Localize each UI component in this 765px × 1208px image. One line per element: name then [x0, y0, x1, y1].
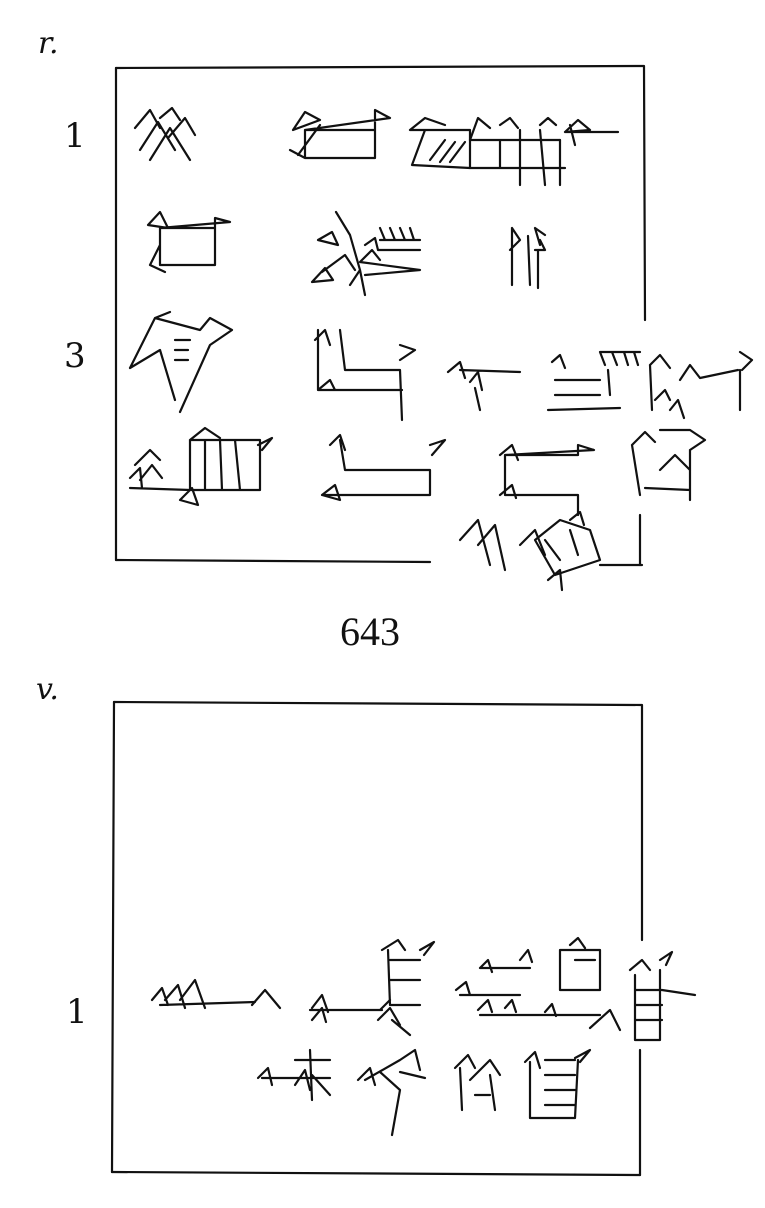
obverse-frame [114, 64, 647, 567]
obverse-line-number-1: 1 [64, 116, 86, 156]
reverse-line-number-1: 1 [66, 992, 88, 1032]
reverse-line-2-signs [256, 1048, 592, 1137]
reverse-line-1-signs [150, 938, 436, 1037]
obverse-line-3-signs [128, 310, 754, 422]
reverse-line-1-signs-right [454, 936, 697, 1042]
tablet-number: 643 [340, 609, 400, 654]
obverse-line-5-signs [458, 510, 602, 592]
obverse-line-2-signs [146, 210, 547, 297]
obverse-line-number-3: 3 [64, 336, 86, 376]
reverse-side-label: v. [36, 672, 59, 707]
obverse-side-label: r. [38, 26, 59, 61]
obverse-line-1-signs [133, 106, 620, 187]
obverse-line-4-signs [128, 426, 707, 517]
reverse-frame [110, 700, 644, 1177]
